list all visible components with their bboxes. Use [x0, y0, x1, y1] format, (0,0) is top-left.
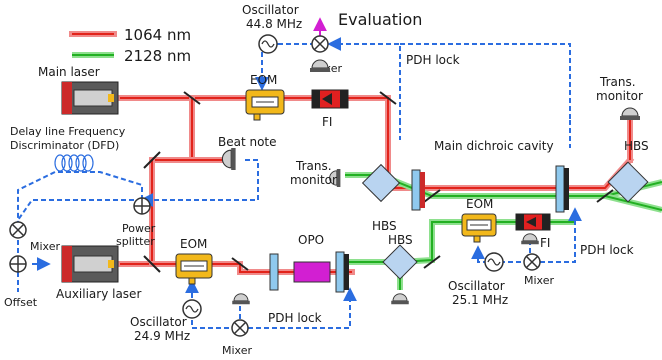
trans-monitor-right-label-1: Trans. — [599, 75, 636, 89]
oscillator-top-title: Oscillator — [242, 3, 299, 17]
delay-line-coil — [54, 154, 94, 172]
power-splitter-label-2: splitter — [116, 235, 155, 248]
mirrors — [143, 91, 614, 273]
oscillator-bottom-icon — [182, 299, 202, 319]
pdh-lock-bottom-label: PDH lock — [268, 311, 322, 325]
oscillator-top-icon — [258, 34, 278, 54]
hbs-bottom-cube — [382, 244, 418, 280]
mixer-bottom-label: Mixer — [222, 344, 252, 357]
hbs-right-cube — [607, 161, 649, 203]
auxiliary-laser-label: Auxiliary laser — [56, 287, 141, 301]
power-splitter-label-1: Power — [122, 222, 156, 235]
dfd-label-line-1: Delay line Frequency — [10, 125, 126, 138]
oscillator-mid-icon — [484, 252, 504, 272]
fi-top — [311, 89, 349, 109]
offset-adder-icon — [9, 255, 27, 273]
mixer-left-label: Mixer — [30, 240, 60, 253]
oscillator-bottom-title: Oscillator — [130, 315, 187, 329]
oscillator-bottom-frequency: 24.9 MHz — [134, 329, 190, 343]
pdh-lock-top-label: PDH lock — [406, 53, 460, 67]
eom-bottom-label: EOM — [180, 237, 207, 251]
mixer-bottom-icon — [231, 319, 249, 337]
trans-monitor-right-label-2: monitor — [596, 89, 643, 103]
fi-top-label: FI — [322, 115, 332, 129]
hbs-mid-label: HBS — [372, 219, 397, 233]
photodetector-mid-icon — [521, 233, 539, 245]
oscillator-top-frequency: 44.8 MHz — [246, 17, 302, 31]
legend-red-label: 1064 nm — [124, 26, 191, 44]
hbs-bottom-label: HBS — [388, 233, 413, 247]
eom-mid — [461, 213, 497, 243]
mixer-mid-icon — [523, 253, 541, 271]
pdh-lock-mid-label: PDH lock — [580, 243, 634, 257]
trans-monitor-mid-label-1: Trans. — [295, 159, 332, 173]
auxiliary-laser — [61, 245, 119, 283]
dfd-label-line-2: Discriminator (DFD) — [10, 139, 119, 152]
photodetector-bottom-icon — [232, 293, 250, 305]
eom-mid-label: EOM — [466, 197, 493, 211]
mixer-left-icon — [9, 221, 27, 239]
main-cavity-label: Main dichroic cavity — [434, 139, 554, 153]
hbs-mid-cube — [361, 163, 401, 203]
legend: 1064 nm 2128 nm — [69, 26, 191, 65]
main-cavity-mirrors — [411, 165, 569, 213]
power-splitter-icon — [133, 197, 151, 215]
photodetector-hbs-bottom-icon — [391, 293, 409, 305]
beat-note-label: Beat note — [218, 135, 277, 149]
trans-monitor-right-icon — [620, 107, 640, 121]
evaluation-label: Evaluation — [338, 10, 422, 29]
oscillator-mid-frequency: 25.1 MHz — [452, 293, 508, 307]
eom-top — [245, 89, 285, 121]
mixer-top-icon — [311, 35, 329, 53]
eom-top-label: EOM — [250, 73, 277, 87]
main-laser — [61, 81, 119, 115]
fi-mid — [515, 213, 551, 231]
eom-bottom — [175, 253, 213, 285]
opo-label: OPO — [298, 233, 324, 247]
offset-label: Offset — [4, 296, 38, 309]
fi-mid-label: FI — [540, 236, 550, 250]
oscillator-mid-title: Oscillator — [448, 279, 505, 293]
hbs-right-label: HBS — [624, 139, 649, 153]
mixer-mid-label: Mixer — [524, 274, 554, 287]
main-laser-label: Main laser — [38, 65, 100, 79]
beat-note-photodetector-icon — [221, 148, 237, 170]
legend-green-label: 2128 nm — [124, 47, 191, 65]
opo — [269, 251, 349, 293]
trans-monitor-mid-label-2: monitor — [290, 173, 337, 187]
